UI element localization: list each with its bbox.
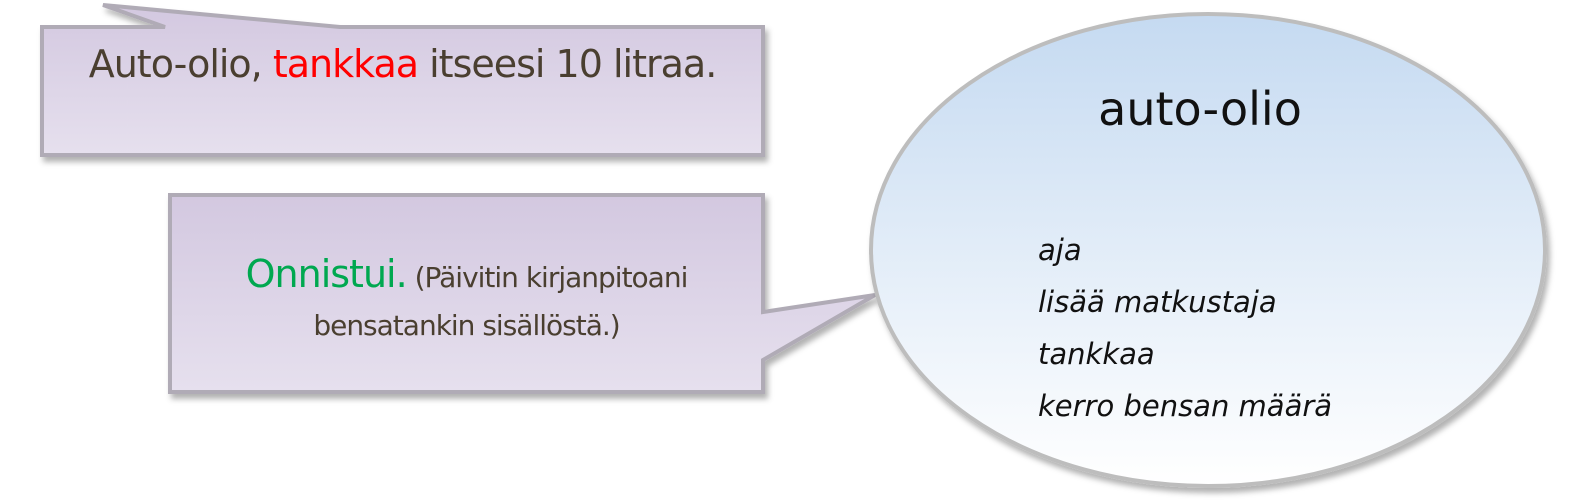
request-prefix: Auto-olio, — [88, 42, 273, 86]
request-suffix: itseesi 10 litraa. — [418, 42, 717, 86]
method-item: tankkaa — [1038, 337, 1155, 371]
request-method-highlight: tankkaa — [272, 42, 419, 86]
method-item: lisää matkustaja — [1038, 285, 1277, 319]
method-item: kerro bensan määrä — [1038, 389, 1333, 423]
request-text: Auto-olio, tankkaa itseesi 10 litraa. — [42, 40, 763, 88]
response-status: Onnistui. — [245, 252, 408, 296]
method-item: aja — [1038, 233, 1082, 267]
object-title: auto-olio — [1098, 82, 1302, 136]
request-speech-bubble — [40, 3, 765, 157]
object-method-list: aja lisää matkustaja tankkaa kerro bensa… — [1038, 224, 1332, 432]
response-detail: (Päivitin kirjanpitoani bensatankin sisä… — [313, 261, 688, 342]
response-text: Onnistui. (Päivitin kirjanpitoani bensat… — [170, 250, 763, 350]
response-speech-bubble — [168, 193, 877, 394]
object-thought-ellipse — [869, 12, 1547, 488]
